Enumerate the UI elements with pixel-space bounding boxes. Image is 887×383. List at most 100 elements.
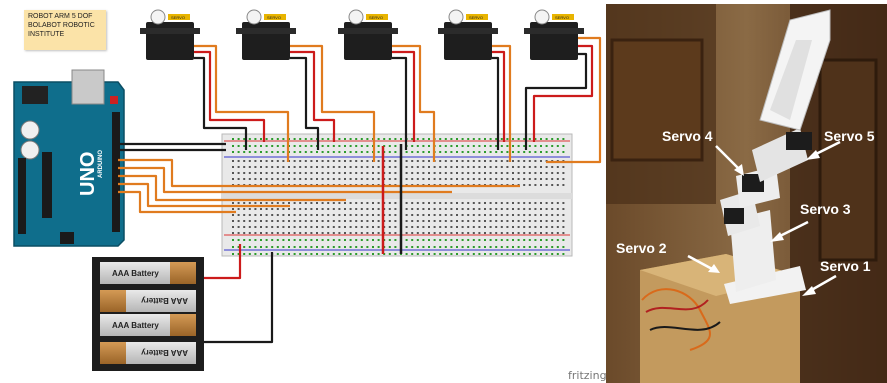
breadboard-hole bbox=[388, 226, 391, 228]
breadboard-hole bbox=[332, 239, 335, 241]
breadboard-hole bbox=[232, 220, 234, 222]
breadboard-hole bbox=[360, 214, 363, 216]
breadboard-hole bbox=[293, 151, 296, 153]
breadboard-hole bbox=[388, 172, 391, 174]
breadboard-hole bbox=[360, 178, 363, 180]
breadboard-hole bbox=[540, 226, 542, 228]
breadboard-hole bbox=[484, 151, 486, 153]
breadboard-hole bbox=[545, 220, 548, 222]
breadboard-hole bbox=[332, 151, 335, 153]
breadboard-hole bbox=[276, 246, 279, 248]
breadboard-hole bbox=[293, 246, 296, 248]
breadboard-hole bbox=[422, 232, 425, 234]
servo-1-chip: SERVO bbox=[171, 15, 185, 20]
label-servo-1: Servo 1 bbox=[820, 258, 871, 274]
breadboard-hole bbox=[243, 239, 246, 241]
breadboard-hole bbox=[271, 178, 274, 180]
battery-3-label: AAA Battery bbox=[112, 321, 159, 330]
breadboard-hole bbox=[461, 208, 464, 210]
arduino-brand: UNO bbox=[77, 152, 99, 196]
breadboard-hole bbox=[388, 208, 391, 210]
breadboard-hole bbox=[540, 145, 542, 147]
breadboard-hole bbox=[321, 178, 324, 180]
breadboard-hole bbox=[248, 145, 251, 147]
breadboard-hole bbox=[416, 151, 419, 153]
breadboard-hole bbox=[439, 202, 442, 204]
breadboard-hole bbox=[405, 246, 408, 248]
breadboard-hole bbox=[506, 226, 509, 228]
breadboard-hole bbox=[562, 214, 565, 216]
breadboard-hole bbox=[276, 178, 279, 180]
breadboard-hole bbox=[562, 184, 565, 186]
breadboard-hole bbox=[288, 246, 290, 248]
breadboard-hole bbox=[288, 220, 290, 222]
breadboard-hole bbox=[551, 178, 554, 180]
breadboard-hole bbox=[444, 208, 447, 210]
breadboard-hole bbox=[394, 138, 397, 140]
breadboard-hole bbox=[338, 220, 341, 222]
breadboard-hole bbox=[254, 226, 257, 228]
battery-1: AAA Battery bbox=[100, 262, 196, 284]
breadboard-hole bbox=[456, 226, 458, 228]
breadboard-hole bbox=[495, 178, 498, 180]
label-servo-3: Servo 3 bbox=[800, 201, 851, 217]
breadboard-hole bbox=[237, 160, 240, 162]
breadboard-hole bbox=[276, 166, 279, 168]
breadboard-hole bbox=[545, 138, 548, 140]
breadboard-hole bbox=[282, 138, 285, 140]
breadboard-hole bbox=[388, 220, 391, 222]
breadboard-hole bbox=[310, 246, 313, 248]
breadboard-hole bbox=[416, 226, 419, 228]
breadboard-hole bbox=[433, 226, 436, 228]
breadboard-hole bbox=[394, 172, 397, 174]
breadboard-hole bbox=[562, 239, 565, 241]
breadboard-hole bbox=[472, 208, 475, 210]
breadboard-hole bbox=[344, 166, 346, 168]
breadboard-hole bbox=[304, 145, 307, 147]
breadboard-hole bbox=[254, 220, 257, 222]
breadboard-hole bbox=[293, 178, 296, 180]
breadboard-hole bbox=[327, 232, 330, 234]
breadboard-hole bbox=[489, 178, 492, 180]
breadboard-hole bbox=[293, 232, 296, 234]
breadboard-hole bbox=[304, 214, 307, 216]
breadboard-hole bbox=[360, 202, 363, 204]
breadboard-hole bbox=[528, 184, 531, 186]
breadboard-hole bbox=[243, 226, 246, 228]
breadboard-hole bbox=[344, 208, 346, 210]
breadboard-hole bbox=[416, 202, 419, 204]
breadboard-hole bbox=[248, 232, 251, 234]
breadboard-hole bbox=[310, 239, 313, 241]
breadboard-hole bbox=[248, 239, 251, 241]
breadboard-hole bbox=[265, 166, 268, 168]
breadboard-hole bbox=[271, 220, 274, 222]
breadboard-hole bbox=[377, 160, 380, 162]
breadboard-hole bbox=[551, 172, 554, 174]
breadboard-hole bbox=[338, 226, 341, 228]
breadboard-hole bbox=[372, 202, 374, 204]
breadboard-hole bbox=[388, 138, 391, 140]
breadboard-hole bbox=[545, 246, 548, 248]
breadboard-hole bbox=[388, 214, 391, 216]
breadboard-hole bbox=[416, 214, 419, 216]
breadboard-hole bbox=[377, 214, 380, 216]
breadboard-hole bbox=[388, 246, 391, 248]
breadboard-hole bbox=[528, 226, 531, 228]
servo-4: SERVO bbox=[438, 9, 498, 60]
breadboard-hole bbox=[394, 246, 397, 248]
breadboard-hole bbox=[478, 232, 481, 234]
breadboard-hole bbox=[467, 202, 470, 204]
breadboard-hole bbox=[495, 172, 498, 174]
breadboard-hole bbox=[293, 145, 296, 147]
breadboard-hole bbox=[332, 246, 335, 248]
breadboard-hole bbox=[349, 253, 352, 255]
breadboard-hole bbox=[556, 202, 559, 204]
breadboard-hole bbox=[467, 208, 470, 210]
breadboard-hole bbox=[528, 178, 531, 180]
breadboard-hole bbox=[265, 202, 268, 204]
breadboard-hole bbox=[523, 202, 526, 204]
breadboard-hole bbox=[416, 178, 419, 180]
breadboard-hole bbox=[310, 138, 313, 140]
breadboard-hole bbox=[271, 145, 274, 147]
breadboard-hole bbox=[428, 226, 430, 228]
